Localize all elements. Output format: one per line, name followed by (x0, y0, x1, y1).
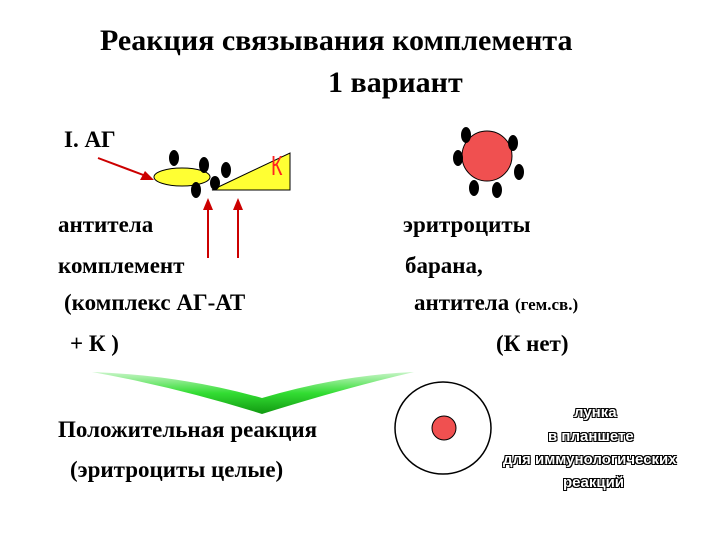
well-label-line-3: для иммунологических (503, 451, 677, 468)
complement-wedge (211, 152, 291, 191)
left-text-line-1: антитела (58, 212, 154, 237)
arrow-to-antigen (97, 157, 147, 177)
erythrocyte-antibody-dots (453, 127, 524, 198)
title-line-1: Реакция связывания комплемента (100, 24, 573, 57)
right-text-line-3-main: антитела (414, 290, 515, 315)
well-label-line-2: в планшете (548, 428, 634, 445)
section-label: I. АГ (64, 127, 116, 152)
right-text-line-1: эритроциты (403, 212, 531, 237)
result-line-1: Положительная реакция (58, 417, 318, 442)
antigen-ellipse (153, 167, 211, 187)
right-text-line-3-small: (гем.св.) (514, 295, 579, 314)
left-text-line-2: комплемент (58, 253, 185, 278)
well-label-line-1: лунка (574, 404, 617, 421)
result-line-2: (эритроциты целые) (70, 457, 284, 482)
green-chevron-arrow (92, 372, 414, 414)
left-text-line-4: + К ) (70, 331, 119, 356)
right-text-line-2: барана, (405, 253, 483, 278)
k-label: К (271, 150, 283, 181)
right-text-line-3: антитела (гем.св.) (414, 290, 578, 316)
antigen-complex (153, 150, 291, 198)
well (394, 381, 492, 475)
antibody-dots (169, 150, 231, 198)
erythrocyte-group (453, 127, 524, 198)
red-arrows (97, 157, 243, 258)
title-line-2: 1 вариант (328, 66, 463, 99)
left-text-line-3: (комплекс АГ-АТ (64, 290, 246, 315)
right-text-line-4: (К нет) (496, 331, 569, 356)
intact-erythrocyte (431, 415, 457, 441)
well-label-line-4: реакций (563, 474, 625, 491)
